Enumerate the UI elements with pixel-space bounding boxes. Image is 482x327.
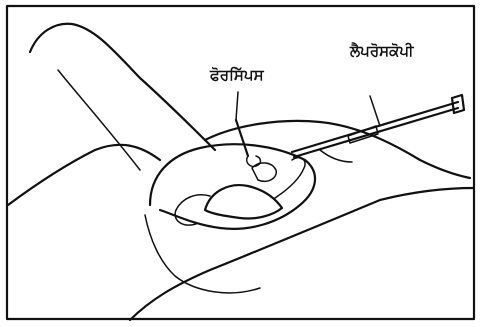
forceps-label: ਫੋਰਸਿੱਪਸ: [209, 66, 265, 84]
back-outline: [130, 188, 474, 320]
laparoscope-label: ਲੈਪਰੋਸਕੋਪੀ: [349, 42, 415, 60]
uterus: [205, 185, 282, 218]
laparoscope-leader-line: [370, 96, 380, 126]
forceps-leader-line: [236, 92, 238, 120]
thigh-outline: [30, 24, 215, 150]
bladder-outline: [145, 215, 260, 293]
forceps-tip: [247, 156, 261, 166]
incision-line: [320, 150, 352, 162]
laparoscope-eyepiece: [452, 95, 464, 113]
leg-inner-line: [58, 70, 140, 170]
thigh-lower-outline: [8, 145, 160, 205]
fallopian-tube-right: [275, 158, 305, 198]
